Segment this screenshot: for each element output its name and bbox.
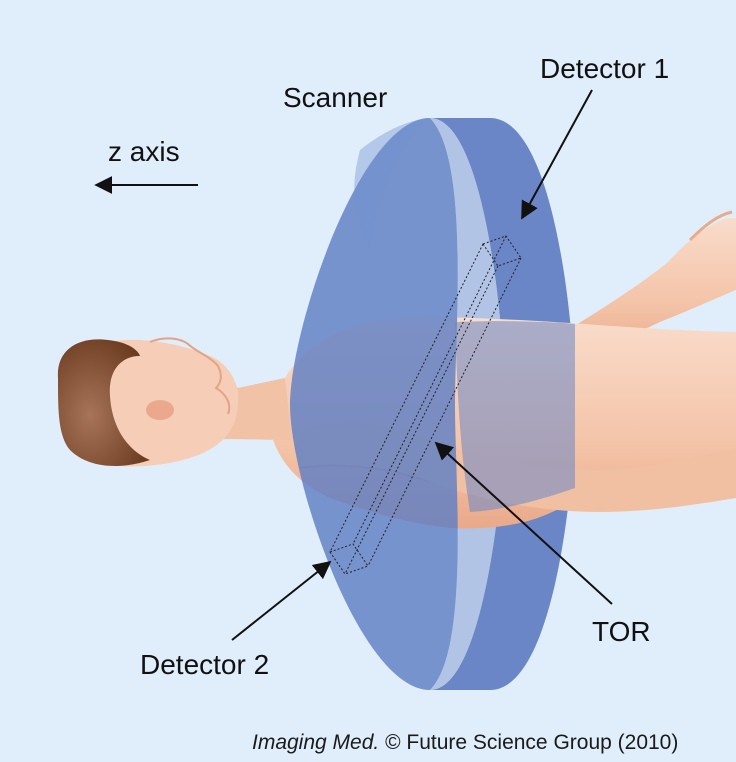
- z-axis-label: z axis: [108, 136, 180, 167]
- detector-1-label: Detector 1: [540, 53, 669, 84]
- credit-journal: Imaging Med.: [252, 731, 379, 754]
- scanner-label: Scanner: [283, 82, 387, 113]
- credit-rest: © Future Science Group (2010): [379, 731, 678, 754]
- tor-label: TOR: [592, 616, 651, 647]
- copyright-credit: Imaging Med. © Future Science Group (201…: [252, 731, 678, 754]
- detector-2-label: Detector 2: [140, 649, 269, 680]
